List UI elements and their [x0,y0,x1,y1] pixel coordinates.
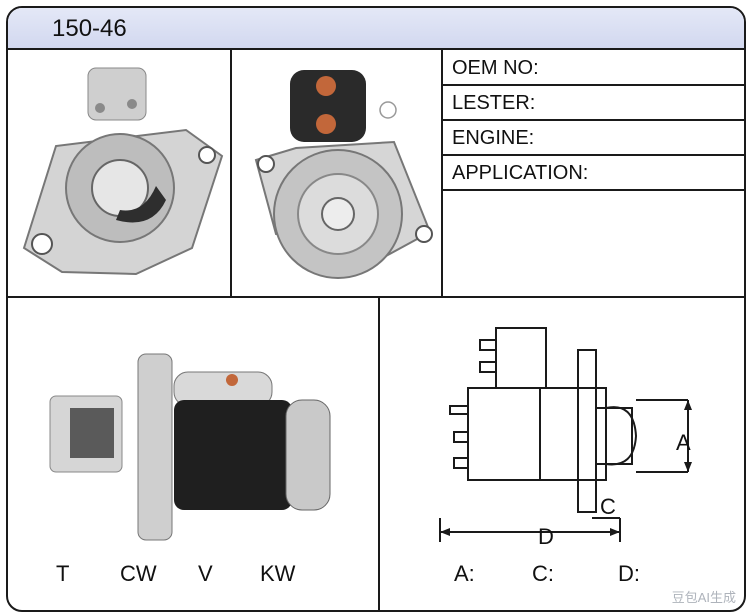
divider [8,296,744,298]
spec-d: D: [618,561,640,586]
spec-kw: KW [260,561,296,586]
spec-a: A: [454,561,475,586]
divider [443,154,744,156]
starter-side-photo [49,353,331,541]
divider [378,298,380,610]
header-bar: 150-46 [8,8,744,50]
engine-label: ENGINE: [452,127,535,149]
spec-c: C: [532,561,554,586]
starter-front-photo [22,67,224,276]
dimension-label-d: D [538,524,554,549]
lester-label: LESTER: [452,92,536,114]
application-label: APPLICATION: [452,162,589,184]
divider [443,189,744,191]
divider [230,48,232,298]
dimension-diagram: A C D [439,327,692,549]
dimension-label-a: A [676,430,691,455]
watermark-text: 豆包AI生成 [671,590,736,605]
spec-sheet: 150-46 OEM NO: LESTER: ENGINE: APPLICATI… [6,6,746,612]
divider [443,84,744,86]
part-number-title: 150-46 [52,15,127,42]
spec-t: T [56,561,70,586]
dimension-label-c: C [600,494,616,519]
oem-no-label: OEM NO: [452,57,539,79]
divider [441,48,443,298]
divider [443,119,744,121]
spec-cw: CW [120,561,157,586]
starter-rear-photo [254,70,433,279]
spec-v: V [198,561,213,586]
